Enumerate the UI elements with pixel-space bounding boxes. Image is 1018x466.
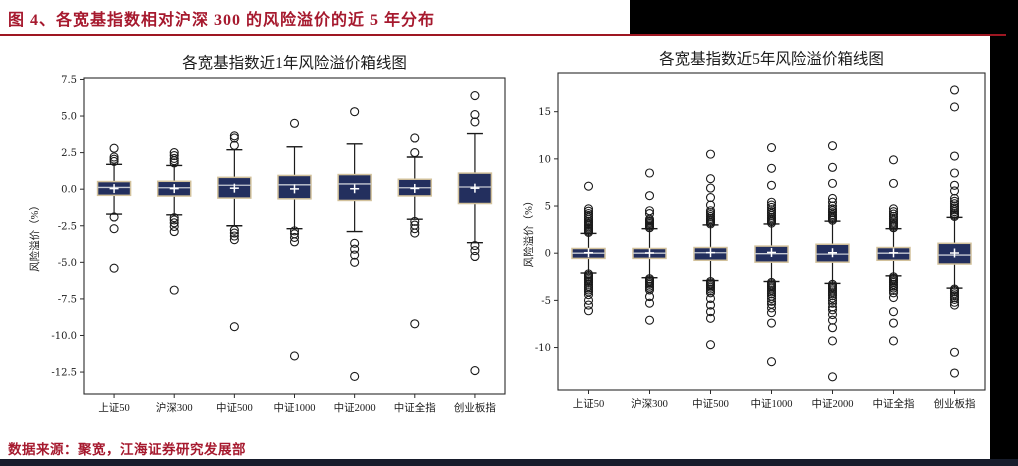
svg-text:10: 10 [538, 154, 551, 165]
footer-bar [0, 459, 1018, 466]
svg-text:7.5: 7.5 [61, 75, 77, 86]
svg-text:-2.5: -2.5 [58, 221, 77, 232]
svg-text:0: 0 [545, 249, 551, 260]
boxplot-chart-1yr-risk-premium: 各宽基指数近1年风险溢价箱线图 7.5 5.0 2.5 0.0 -2.5 -5.0 -7.5 -… [28, 54, 506, 414]
svg-text:中证2000: 中证2000 [334, 401, 376, 414]
svg-text:中证500: 中证500 [216, 401, 253, 414]
figure-title: 图 4、各宽基指数相对沪深 300 的风险溢价的近 5 年分布 [8, 12, 436, 29]
svg-text:沪深300: 沪深300 [156, 401, 193, 414]
svg-text:各宽基指数近5年风险溢价箱线图: 各宽基指数近5年风险溢价箱线图 [659, 50, 884, 68]
boxplot-chart-5yr-risk-premium: 各宽基指数近5年风险溢价箱线图 15 10 5 0 -5 -10 风险溢价（%） 上证50 沪深3… [522, 50, 986, 410]
svg-text:0.0: 0.0 [61, 185, 77, 196]
svg-text:风险溢价（%）: 风险溢价（%） [28, 200, 41, 272]
top-right-padding [630, 0, 1018, 34]
svg-text:中证1000: 中证1000 [751, 397, 793, 410]
svg-text:中证全指: 中证全指 [873, 397, 915, 410]
svg-text:2.5: 2.5 [61, 148, 77, 159]
svg-text:各宽基指数近1年风险溢价箱线图: 各宽基指数近1年风险溢价箱线图 [182, 54, 407, 72]
svg-text:-12.5: -12.5 [51, 368, 77, 379]
svg-text:-5.0: -5.0 [58, 258, 77, 269]
svg-text:创业板指: 创业板指 [454, 401, 496, 414]
svg-text:创业板指: 创业板指 [934, 397, 976, 410]
svg-text:上证50: 上证50 [98, 402, 130, 414]
svg-text:5: 5 [545, 202, 551, 213]
svg-text:-5: -5 [541, 296, 551, 307]
right-edge-padding [990, 0, 1018, 466]
svg-text:-10: -10 [535, 343, 551, 354]
title-divider [0, 34, 1006, 36]
svg-text:中证500: 中证500 [692, 397, 729, 410]
svg-text:风险溢价（%）: 风险溢价（%） [522, 196, 535, 268]
svg-text:15: 15 [538, 107, 551, 118]
svg-text:中证2000: 中证2000 [812, 397, 854, 410]
source-note: 数据来源：聚宽，江海证券研究发展部 [8, 442, 246, 457]
svg-text:5.0: 5.0 [61, 112, 77, 123]
svg-text:沪深300: 沪深300 [631, 397, 668, 410]
svg-text:中证1000: 中证1000 [274, 401, 316, 414]
svg-text:-10.0: -10.0 [51, 331, 77, 342]
svg-text:-7.5: -7.5 [58, 294, 77, 305]
svg-text:上证50: 上证50 [573, 398, 605, 410]
svg-text:中证全指: 中证全指 [394, 401, 436, 414]
